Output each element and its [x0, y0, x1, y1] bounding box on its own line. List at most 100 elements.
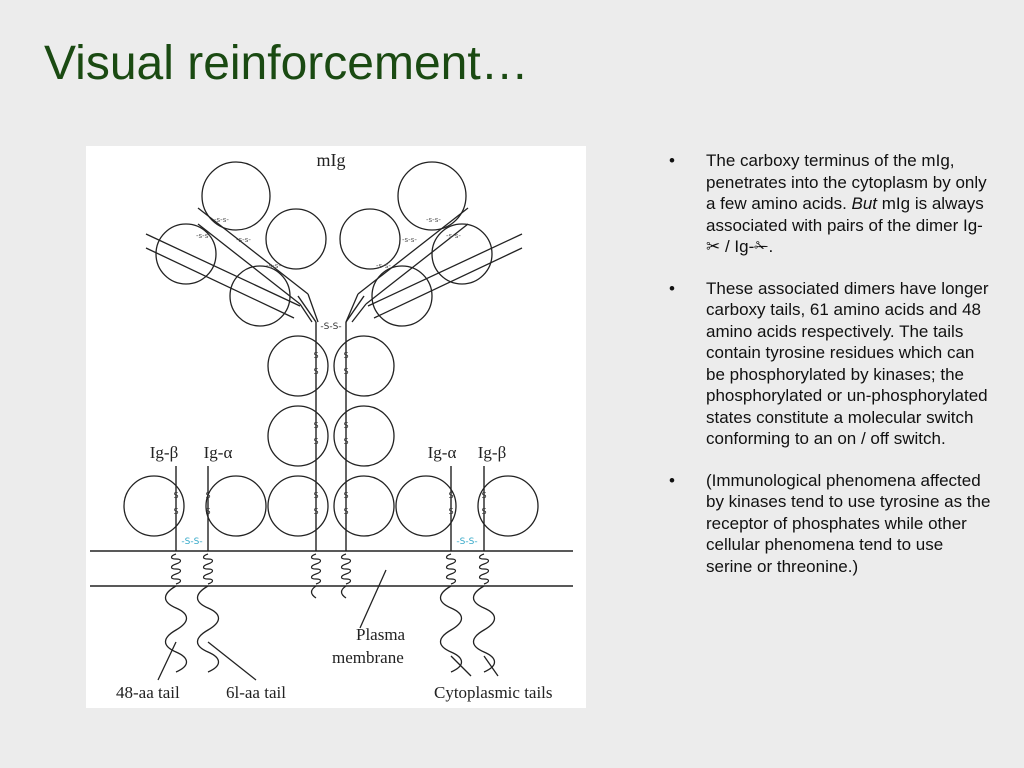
fab-ss-marks: -s-s--s-s- -s-s--s-s- -s-s--s-s- -s-s--s… [196, 216, 461, 270]
domain-circle [267, 405, 329, 467]
svg-text:S: S [481, 491, 486, 500]
bullet-item-2: • These associated dimers have longer ca… [664, 278, 994, 450]
svg-text:S: S [343, 367, 348, 376]
stem-ss-marks: SS SS SS SS SS SS [313, 351, 348, 516]
tm-coil [170, 553, 182, 585]
domain-circle [371, 265, 433, 327]
ig-alpha-symbol: ✁ [754, 237, 769, 256]
svg-text:S: S [173, 507, 178, 516]
domain-circle [265, 208, 327, 270]
tm-coil [310, 553, 322, 585]
svg-text:S: S [205, 507, 210, 516]
svg-text:-s-s-: -s-s- [196, 232, 211, 240]
iga-igb-stems [175, 466, 485, 551]
tm-coil [202, 553, 214, 585]
iga-igb-domains [123, 475, 539, 537]
tm-coil [445, 553, 457, 585]
bullet-text: mIg is always associated with pairs of t… [706, 194, 984, 235]
svg-text:S: S [313, 437, 318, 446]
bullet-text: . [768, 237, 774, 256]
svg-text:S: S [343, 351, 348, 360]
emphasis-text: But [851, 194, 878, 213]
svg-text:S: S [313, 421, 318, 430]
domain-circle [397, 161, 467, 231]
fab-chains [145, 207, 523, 323]
plasma-membrane-label: Plasma [356, 625, 406, 644]
tail-48aa-label: 48-aa tail [116, 683, 180, 702]
ig-beta-symbol: ✂ [706, 237, 721, 256]
tail-61aa-label: 6l-aa tail [226, 683, 286, 702]
svg-text:-s-s-: -s-s- [426, 216, 441, 224]
domain-circle [205, 475, 267, 537]
ig-beta-label-right: Ig-β [478, 443, 506, 462]
slide-title: Visual reinforcement… [44, 37, 529, 90]
domain-circle [123, 475, 185, 537]
plasma-membrane [90, 550, 573, 587]
bcr-complex-diagram: mIg [86, 146, 586, 708]
domain-circle [333, 335, 395, 397]
bullet-marker: • [669, 151, 675, 170]
domain-circle [339, 208, 401, 270]
tail-mig [310, 585, 317, 599]
tail-48aa-right [472, 585, 496, 673]
svg-text:S: S [173, 491, 178, 500]
bullet-text: / Ig- [720, 237, 755, 256]
cytoplasmic-tails [164, 585, 496, 673]
fc-domains [267, 335, 395, 537]
svg-text:S: S [343, 507, 348, 516]
domain-circle [229, 265, 291, 327]
bullet-text: These associated dimers have longer carb… [706, 278, 989, 449]
svg-text:-s-s-: -s-s- [266, 262, 281, 270]
svg-text:-s-s-: -s-s- [446, 232, 461, 240]
svg-text:-s-s-: -s-s- [376, 262, 391, 270]
domain-circle [395, 475, 457, 537]
domain-circle [431, 223, 493, 285]
domain-circle [155, 223, 217, 285]
bullet-list: • The carboxy terminus of the mIg, penet… [664, 150, 994, 597]
plasma-membrane-label-2: membrane [332, 648, 404, 667]
domain-circle [333, 475, 395, 537]
tm-coil [340, 553, 352, 585]
ig-beta-label-left: Ig-β [150, 443, 178, 462]
bullet-item-3: • (Immunological phenomena affected by k… [664, 470, 994, 578]
domain-circle [267, 335, 329, 397]
bullet-marker: • [669, 278, 675, 298]
svg-text:S: S [313, 367, 318, 376]
svg-text:S: S [205, 491, 210, 500]
svg-text:S: S [313, 491, 318, 500]
tm-coil [478, 553, 490, 585]
bullet-text: (Immunological phenomena affected by kin… [706, 470, 991, 576]
cytoplasmic-tails-label: Cytoplasmic tails [434, 683, 553, 702]
mig-label: mIg [317, 150, 346, 170]
domain-circle [267, 475, 329, 537]
tail-61aa-right [439, 585, 463, 673]
bullet-item-1: • The carboxy terminus of the mIg, penet… [664, 150, 994, 258]
domain-circle [333, 405, 395, 467]
disulfide-link-right: -S-S- [456, 537, 477, 547]
svg-text:S: S [343, 421, 348, 430]
svg-text:S: S [343, 491, 348, 500]
bullet-marker: • [669, 470, 675, 490]
side-ss-marks: SS SS SS SS [173, 491, 486, 516]
ig-alpha-label-left: Ig-α [204, 443, 233, 462]
bcr-diagram-svg: mIg [90, 150, 573, 702]
svg-text:S: S [313, 351, 318, 360]
svg-text:S: S [448, 491, 453, 500]
ig-alpha-label-right: Ig-α [428, 443, 457, 462]
hinge-ss-mark: -S-S- [320, 322, 341, 332]
disulfide-link-left: -S-S- [181, 537, 202, 547]
svg-text:-s-s-: -s-s- [214, 216, 229, 224]
transmembrane-coils [170, 553, 490, 585]
svg-text:-s-s-: -s-s- [402, 236, 417, 244]
tail-48aa-left [164, 585, 188, 673]
svg-text:S: S [343, 437, 348, 446]
svg-text:S: S [481, 507, 486, 516]
svg-text:S: S [448, 507, 453, 516]
tail-mig [340, 585, 347, 599]
svg-text:S: S [313, 507, 318, 516]
heavy-chain-stem [297, 295, 365, 551]
label-pointers [157, 569, 499, 681]
domain-circle [201, 161, 271, 231]
bullet-text: The carboxy terminus of the mIg, penetra… [706, 151, 987, 213]
svg-text:-s-s-: -s-s- [236, 236, 251, 244]
